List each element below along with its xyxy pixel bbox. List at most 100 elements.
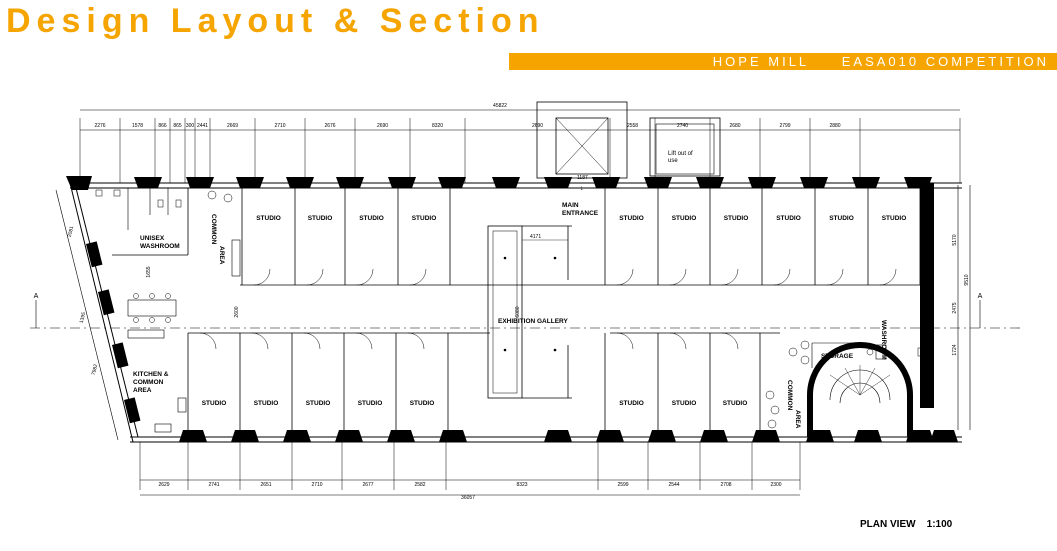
wall-pier-north xyxy=(592,177,620,188)
wall-pier-south xyxy=(752,430,780,442)
main-entrance-label-1: MAIN xyxy=(562,202,579,209)
wall-pier-west xyxy=(97,289,115,316)
common-area-dim: 2600 xyxy=(234,306,240,317)
dimension-top-9: 2676 xyxy=(324,123,335,129)
entrance-arrow: ↓ xyxy=(580,185,584,192)
wall-pier-south xyxy=(596,430,624,442)
section-marker-left: A xyxy=(34,293,39,300)
lift-label-1: Lift out of xyxy=(668,151,693,157)
wall-pier-south xyxy=(387,430,415,442)
studio-north-right-4: STUDIO xyxy=(776,215,801,222)
studios-north: STUDIO STUDIO STUDIO STUDIO STUDIO STUDIO STUD… xyxy=(241,188,921,286)
wall-pier-south xyxy=(231,430,259,442)
wall-pier-north xyxy=(438,177,466,188)
dimension-bottom-10: 2708 xyxy=(720,482,731,488)
wall-pier-south xyxy=(335,430,363,442)
studio-north-left-1: STUDIO xyxy=(256,215,281,222)
dimension-top-13: 2558 xyxy=(627,123,638,129)
dimension-top-4: 865 xyxy=(173,123,182,129)
dimension-top-17: 2880 xyxy=(829,123,840,129)
dimension-bottom-9: 2544 xyxy=(668,482,679,488)
studio-door-swing xyxy=(773,268,791,286)
exhibition-gallery-label: EXHIBITION GALLERY xyxy=(498,318,568,325)
studio-south-right-3: STUDIO xyxy=(723,400,748,407)
studio-door-swing xyxy=(199,332,217,350)
kitchen-label-3: AREA xyxy=(133,387,152,394)
dimension-top-5: 300 xyxy=(186,123,195,129)
wall-pier-north xyxy=(492,177,520,188)
wall-pier-north xyxy=(852,177,880,188)
dimension-top-11: 8320 xyxy=(432,123,443,129)
studio-south-left-4: STUDIO xyxy=(358,400,383,407)
dimension-bottom-2: 2741 xyxy=(208,482,219,488)
dimension-top-16: 2799 xyxy=(779,123,790,129)
dimension-top-15: 2680 xyxy=(729,123,740,129)
studio-north-right-5: STUDIO xyxy=(829,215,854,222)
studio-south-left-1: STUDIO xyxy=(202,400,227,407)
kitchen-area: KITCHEN & COMMON AREA xyxy=(127,293,187,433)
lift-shaft: Lift out of use xyxy=(536,101,721,179)
dimension-line-right: 5170 2475 1724 9510 xyxy=(952,185,971,430)
dimension-bottom-4: 2710 xyxy=(311,482,322,488)
studio-door-swing xyxy=(356,268,374,286)
studio-north-right-1: STUDIO xyxy=(619,215,644,222)
wall-pier-south xyxy=(544,430,572,442)
dimension-top-12: 2690 xyxy=(532,123,543,129)
studio-north-right-2: STUDIO xyxy=(672,215,697,222)
entrance-dim: 1187 xyxy=(577,175,588,181)
wall-pier-south xyxy=(648,430,676,442)
dimension-top-2: 1578 xyxy=(132,123,143,129)
dimension-top-8: 2710 xyxy=(274,123,285,129)
studio-door-swing xyxy=(669,268,687,286)
studio-door-swing xyxy=(721,268,739,286)
wall-pier-north xyxy=(544,177,572,188)
studio-door-swing xyxy=(303,332,321,350)
studio-north-right-6: STUDIO xyxy=(882,215,907,222)
studio-door-swing xyxy=(616,332,634,350)
dimension-bottom-3: 2651 xyxy=(260,482,271,488)
dimension-bottom-11: 2300 xyxy=(770,482,781,488)
washroom-dim: 1655 xyxy=(146,266,152,277)
wall-pier-west xyxy=(112,342,129,369)
common-area-west-label-1: COMMON xyxy=(210,214,217,245)
dimension-right-3: 1724 xyxy=(952,344,958,355)
stair-storage: STORAGE WASHROOM xyxy=(807,320,925,437)
common-area-east-label-2: AREA xyxy=(794,410,801,429)
lift-label-2: use xyxy=(668,158,678,164)
common-area-west: COMMON AREA 2600 xyxy=(207,190,241,318)
studio-door-swing xyxy=(306,268,324,286)
studio-south-left-3: STUDIO xyxy=(306,400,331,407)
studio-door-swing xyxy=(253,268,271,286)
gallery-dim-length: 6080 xyxy=(515,306,521,317)
wall-pier-north xyxy=(800,177,828,188)
dimension-bottom-1: 2629 xyxy=(158,482,169,488)
wall-pier-north xyxy=(904,177,932,188)
dimension-top-14: 2740 xyxy=(677,123,688,129)
gallery-dim-width: 4171 xyxy=(530,234,541,240)
banner-text: HOPE MILL EASA010 COMPETITION xyxy=(712,54,1049,69)
dimension-top-total: 45822 xyxy=(493,103,507,109)
wall-pier-south xyxy=(700,430,728,442)
studio-north-left-4: STUDIO xyxy=(412,215,437,222)
dimension-top-7: 2669 xyxy=(227,123,238,129)
wall-pier-north xyxy=(748,177,776,188)
studio-door-swing xyxy=(879,268,897,286)
studio-door-swing xyxy=(407,332,425,350)
main-entrance: 1187 ↓ MAIN ENTRANCE xyxy=(562,175,599,217)
dimension-right-total: 9510 xyxy=(964,274,970,285)
section-marker-right: A xyxy=(978,293,983,300)
wall-pier-north xyxy=(644,177,672,188)
kitchen-label-1: KITCHEN & xyxy=(133,371,169,378)
wall-pier-north xyxy=(134,177,162,188)
studio-south-right-2: STUDIO xyxy=(672,400,697,407)
unisex-washroom-label-2: WASHROOM xyxy=(140,243,180,250)
wall-pier-north xyxy=(336,177,364,188)
dimension-left-1: 2081 xyxy=(67,225,76,237)
dimension-bottom-8: 2599 xyxy=(617,482,628,488)
wall-pier-corner xyxy=(66,176,92,190)
dimension-top-10: 2690 xyxy=(377,123,388,129)
plan-caption: PLAN VIEW 1:100 xyxy=(860,519,953,530)
dimension-bottom-7: 8323 xyxy=(516,482,527,488)
